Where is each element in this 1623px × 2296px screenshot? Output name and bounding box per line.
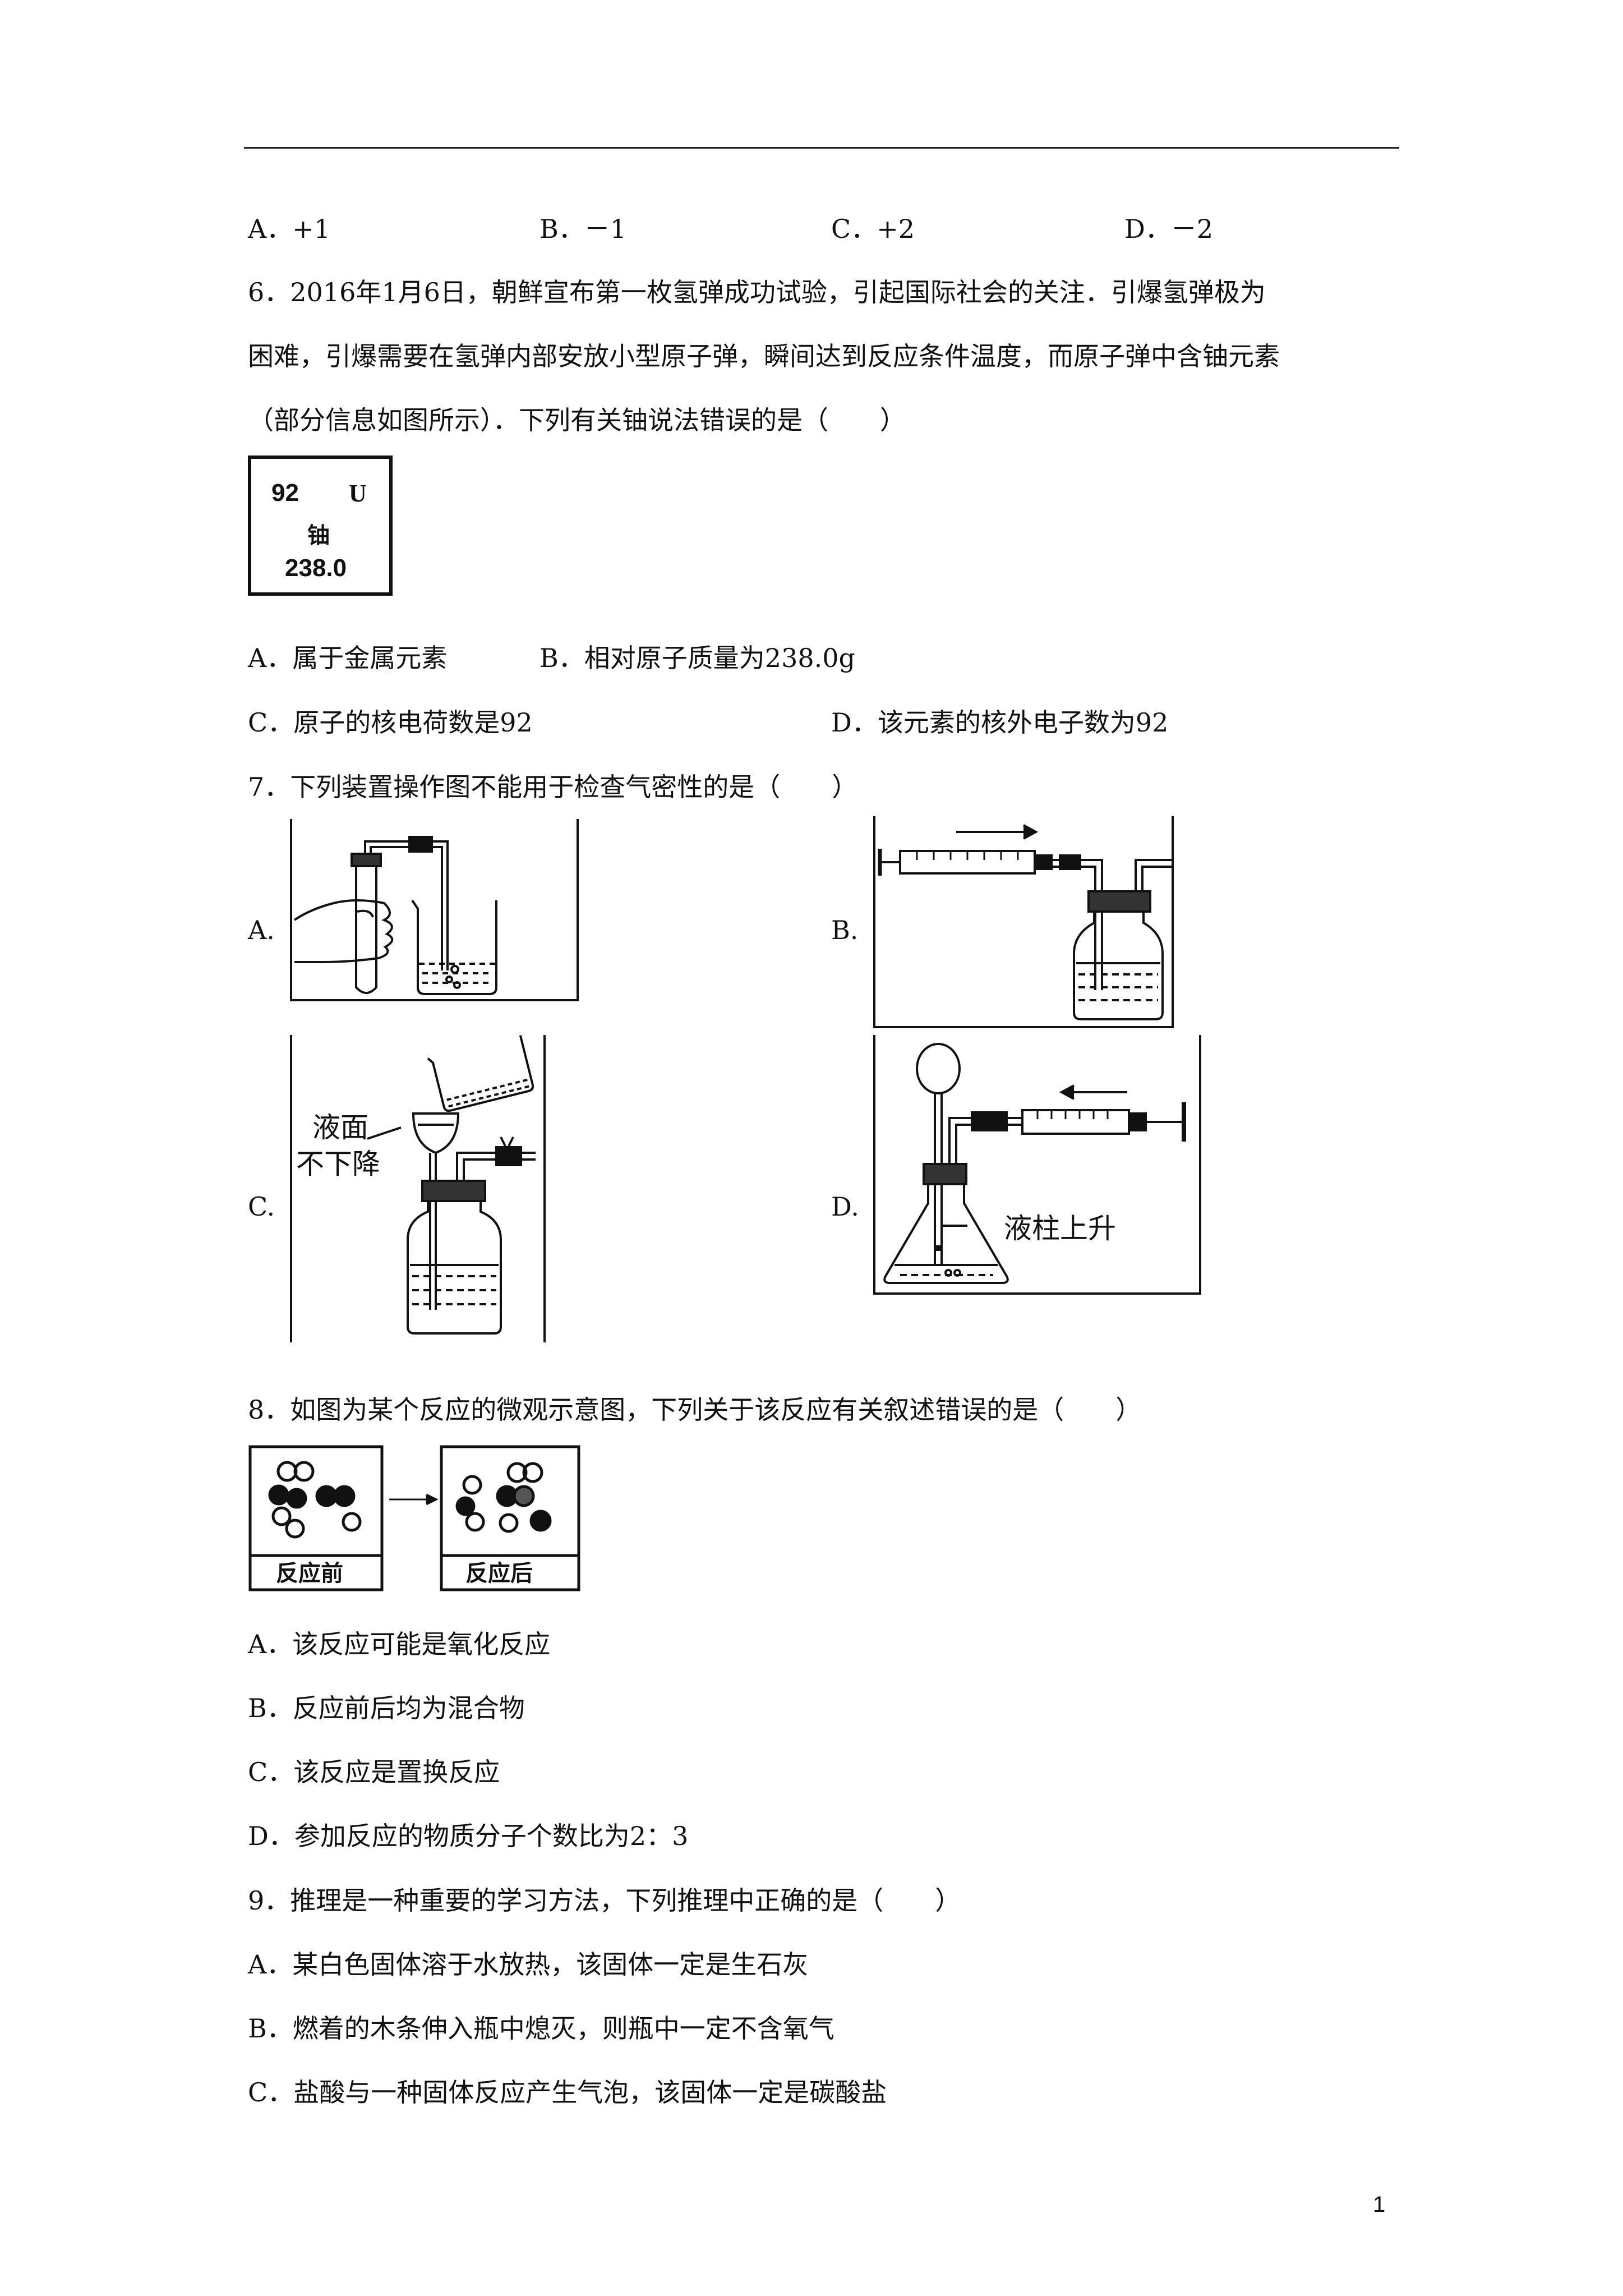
element-name: 铀 bbox=[307, 523, 330, 548]
q7-label-c[interactable]: C. bbox=[248, 1191, 275, 1222]
q6-option-a[interactable]: A．属于金属元素 bbox=[248, 643, 448, 673]
q9-option-c[interactable]: C．盐酸与一种固体反应产生气泡，该固体一定是碳酸盐 bbox=[248, 2077, 887, 2108]
c-annotation-level: 液面 bbox=[312, 1112, 368, 1143]
q8-option-a[interactable]: A．该反应可能是氧化反应 bbox=[248, 1629, 551, 1659]
atomic-number: 92 bbox=[271, 479, 299, 507]
before-reaction-label: 反应前 bbox=[276, 1561, 343, 1586]
atomic-mass: 238.0 bbox=[285, 554, 347, 582]
q6-stem-line-2: 困难，引爆需要在氢弹内部安放小型原子弹，瞬间达到反应条件温度，而原子弹中含铀元素 bbox=[248, 341, 1280, 371]
q9-option-a[interactable]: A．某白色固体溶于水放热，该固体一定是生石灰 bbox=[248, 1949, 809, 1980]
q8-stem: 8．如图为某个反应的微观示意图，下列关于该反应有关叙述错误的是（ ） bbox=[248, 1395, 1142, 1425]
q9-option-b[interactable]: B．燃着的木条伸入瓶中熄灭，则瓶中一定不含氧气 bbox=[248, 2013, 834, 2044]
q7-label-a[interactable]: A. bbox=[248, 915, 275, 945]
c-annotation-not-falling: 不下降 bbox=[296, 1148, 380, 1180]
d-annotation-column-rises: 液柱上升 bbox=[1004, 1213, 1116, 1244]
apparatus-a-diagram bbox=[290, 819, 579, 1001]
q8-option-d[interactable]: D．参加反应的物质分子个数比为2：3 bbox=[248, 1821, 689, 1851]
q7-label-d[interactable]: D. bbox=[831, 1191, 859, 1222]
header-rule bbox=[244, 147, 1399, 149]
reaction-micro-diagram bbox=[248, 1445, 580, 1591]
q5-option-c[interactable]: C．+2 bbox=[831, 214, 915, 244]
q6-option-c[interactable]: C．原子的核电荷数是92 bbox=[248, 707, 533, 738]
q8-option-c[interactable]: C．该反应是置换反应 bbox=[248, 1757, 500, 1787]
apparatus-b-diagram bbox=[873, 816, 1174, 1028]
q6-option-d[interactable]: D．该元素的核外电子数为92 bbox=[831, 707, 1169, 738]
apparatus-d-diagram bbox=[873, 1035, 1201, 1295]
apparatus-c-diagram bbox=[290, 1035, 546, 1342]
page-number: 1 bbox=[1373, 2192, 1386, 2217]
after-reaction-label: 反应后 bbox=[465, 1561, 533, 1586]
q5-option-b[interactable]: B．－1 bbox=[540, 214, 627, 244]
q6-stem-line-3: （部分信息如图所示）．下列有关铀说法错误的是（ ） bbox=[248, 405, 906, 435]
q6-stem-line-1: 6．2016年1月6日，朝鲜宣布第一枚氢弹成功试验，引起国际社会的关注．引爆氢弹… bbox=[248, 277, 1266, 307]
q8-option-b[interactable]: B．反应前后均为混合物 bbox=[248, 1693, 525, 1723]
q7-label-b[interactable]: B. bbox=[831, 915, 859, 945]
q9-stem: 9．推理是一种重要的学习方法，下列推理中正确的是（ ） bbox=[248, 1885, 961, 1916]
q5-option-a[interactable]: A．+1 bbox=[248, 214, 331, 244]
q7-stem: 7．下列装置操作图不能用于检查气密性的是（ ） bbox=[248, 772, 858, 802]
element-symbol: U bbox=[349, 480, 367, 507]
q6-option-b[interactable]: B．相对原子质量为238.0g bbox=[540, 643, 855, 673]
q5-option-d[interactable]: D．－2 bbox=[1124, 214, 1214, 244]
uranium-element-tile: 92 U 铀 238.0 bbox=[248, 455, 393, 596]
